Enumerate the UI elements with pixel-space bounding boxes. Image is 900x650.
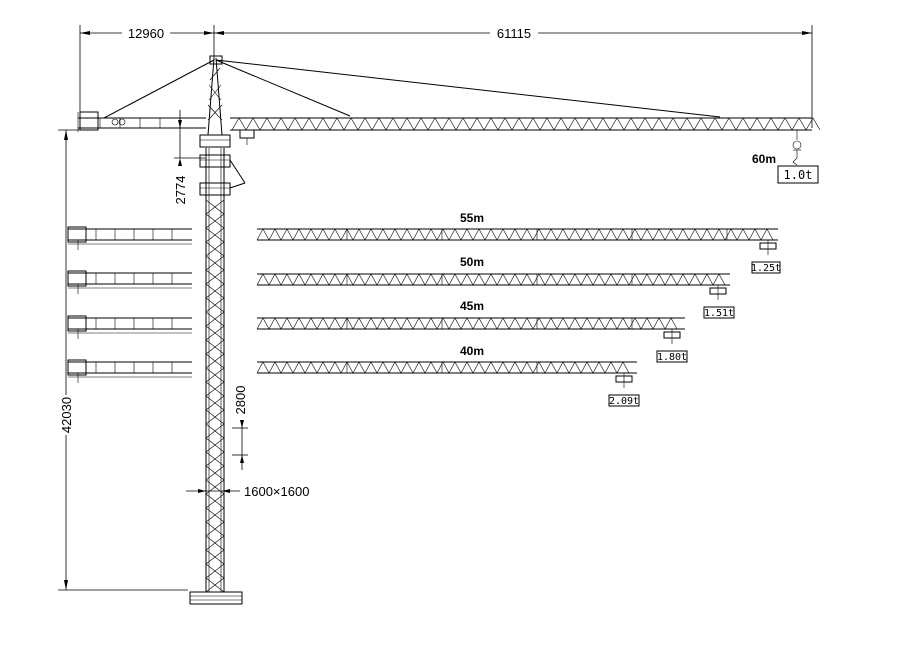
main-jib	[215, 59, 821, 166]
section-size-lines	[186, 489, 240, 493]
jib-length-dimension: 61115	[497, 26, 531, 41]
main-jib-tip-load: 1.0t	[784, 168, 813, 182]
jib-variant-45m-radius: 45m	[460, 299, 484, 313]
tower-height-dimension: 42030	[59, 397, 74, 433]
counter-jib-variant	[67, 270, 192, 294]
jib-variant-50m-load: 1.51t	[704, 308, 734, 319]
jib-variant-40m-load: 2.09t	[609, 396, 639, 407]
main-jib-radius: 60m	[752, 152, 776, 166]
counter-jib-variant	[67, 315, 192, 339]
jib-variant-45m-load: 1.80t	[657, 352, 687, 363]
climbing-frame	[199, 134, 246, 196]
top-dimension	[79, 25, 813, 128]
section-height-dimension: 2800	[233, 386, 248, 415]
counter-jib-variants	[67, 226, 192, 383]
jib-height-dimension: 2774	[173, 176, 188, 205]
jib-variant-40m-radius: 40m	[460, 344, 484, 358]
tower-head	[207, 55, 223, 136]
counter-jib-variant	[67, 359, 192, 383]
main-jib-load-box	[777, 165, 819, 184]
jib-variant-40m	[256, 361, 640, 407]
jib-variants: 55m 1.25t 50m 1.51t 45m 1.80t	[256, 211, 781, 407]
jib-variant-55m-radius: 55m	[460, 211, 484, 225]
jib-variant-55m	[256, 228, 781, 274]
jib-variant-55m-load: 1.25t	[751, 263, 781, 274]
height-dimension	[58, 129, 188, 591]
counter-jib-dimension: 12960	[128, 26, 164, 41]
section-dimension-lines	[232, 420, 248, 470]
jib-variant-50m	[256, 273, 735, 319]
jib-variant-45m	[256, 317, 688, 363]
section-size-label: 1600×1600	[244, 484, 309, 499]
jib-variant-50m-radius: 50m	[460, 255, 484, 269]
tower-mast	[189, 148, 243, 605]
counter-jib	[77, 59, 215, 132]
counter-jib-variant	[67, 226, 192, 250]
